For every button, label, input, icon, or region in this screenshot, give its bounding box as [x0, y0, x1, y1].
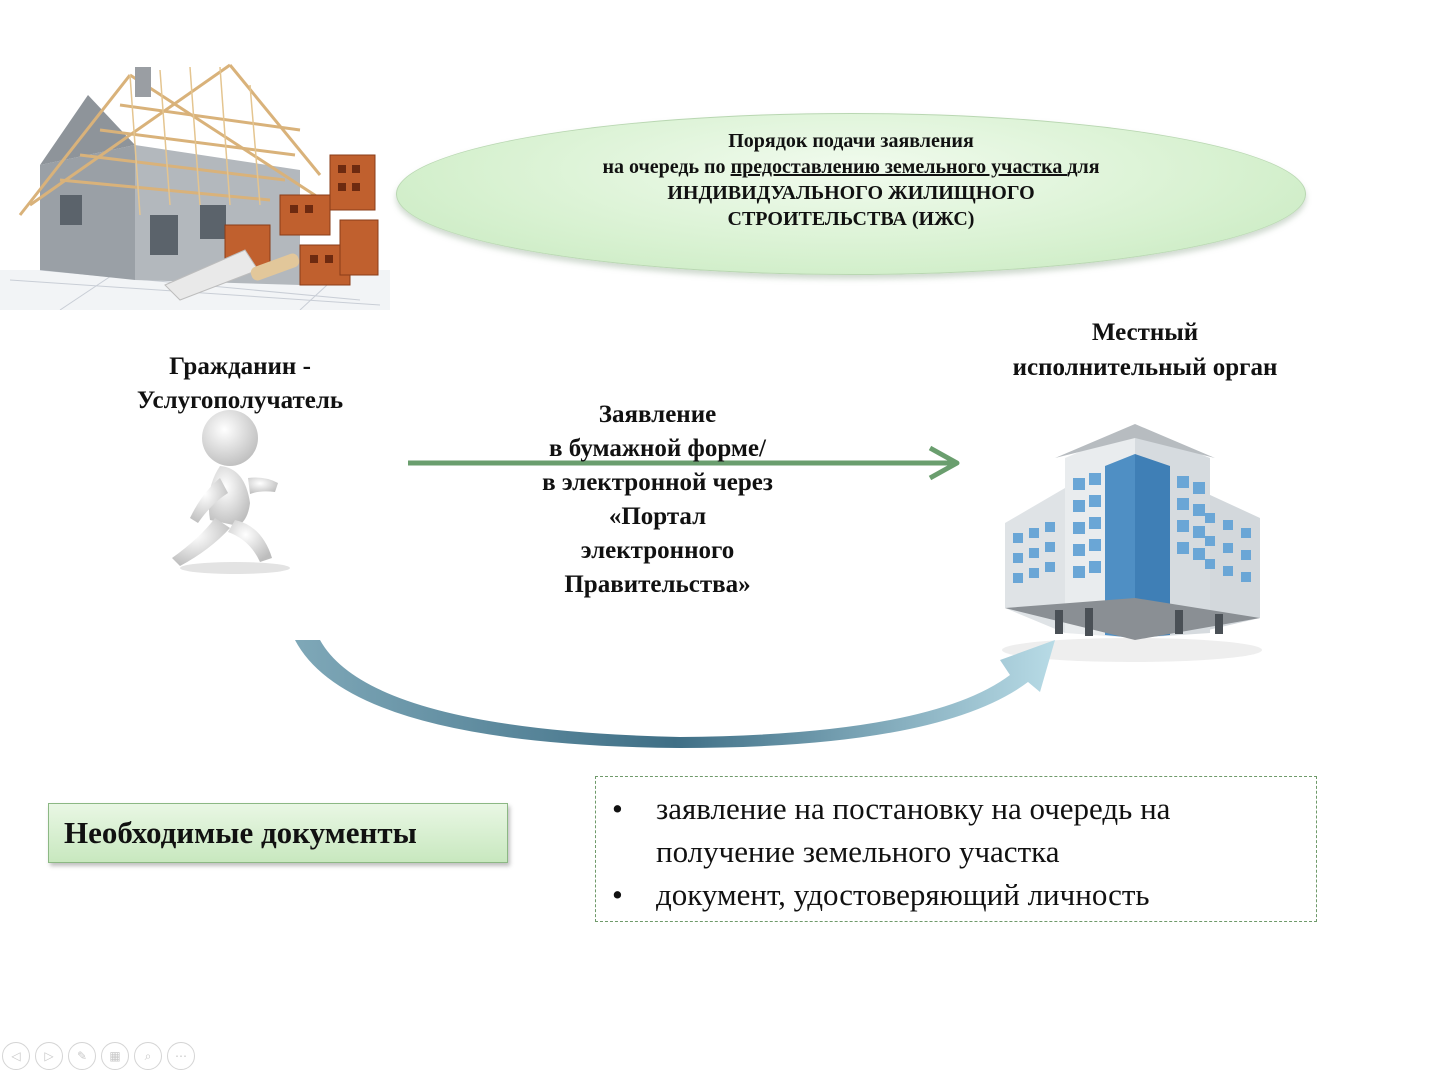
required-documents-label: Необходимые документы: [48, 803, 508, 863]
office-building-icon: [1002, 424, 1262, 662]
title-line-1: Порядок подачи заявления: [728, 130, 974, 152]
more-icon[interactable]: ⋯: [167, 1042, 195, 1070]
authority-label: Местный исполнительный орган: [1012, 319, 1278, 381]
prev-icon[interactable]: ◁: [2, 1042, 30, 1070]
running-person-icon: [172, 410, 290, 574]
title-line-3: ИНДИВИДУАЛЬНОГО ЖИЛИЩНОГО: [667, 182, 1035, 204]
pen-icon[interactable]: ✎: [68, 1042, 96, 1070]
bullet-icon: •: [612, 877, 623, 912]
bullet-icon: •: [612, 791, 623, 826]
list-item: • документ, удостоверяющий личность: [610, 873, 1302, 916]
required-documents-list: • заявление на постановку на очередь на …: [595, 776, 1317, 922]
title-line-4: СТРОИТЕЛЬСТВА (ИЖС): [727, 208, 975, 230]
zoom-icon[interactable]: ⌕: [134, 1042, 162, 1070]
submission-arrow-icon: [408, 445, 960, 481]
next-icon[interactable]: ▷: [35, 1042, 63, 1070]
house-under-construction-icon: [0, 63, 390, 310]
citizen-label: Гражданин - Услугополучатель: [136, 353, 344, 414]
process-title-ellipse: Порядок подачи заявления на очередь по п…: [396, 113, 1306, 275]
application-methods-text: Заявление в бумажной форме/ в электронно…: [542, 401, 773, 598]
list-item: • заявление на постановку на очередь на …: [610, 787, 1302, 873]
slides-icon[interactable]: ▦: [101, 1042, 129, 1070]
slideshow-toolbar: ◁ ▷ ✎ ▦ ⌕ ⋯: [2, 1042, 195, 1074]
title-line-2: на очередь по предоставлению земельного …: [602, 156, 1100, 178]
curved-return-arrow-icon: [295, 640, 1055, 748]
